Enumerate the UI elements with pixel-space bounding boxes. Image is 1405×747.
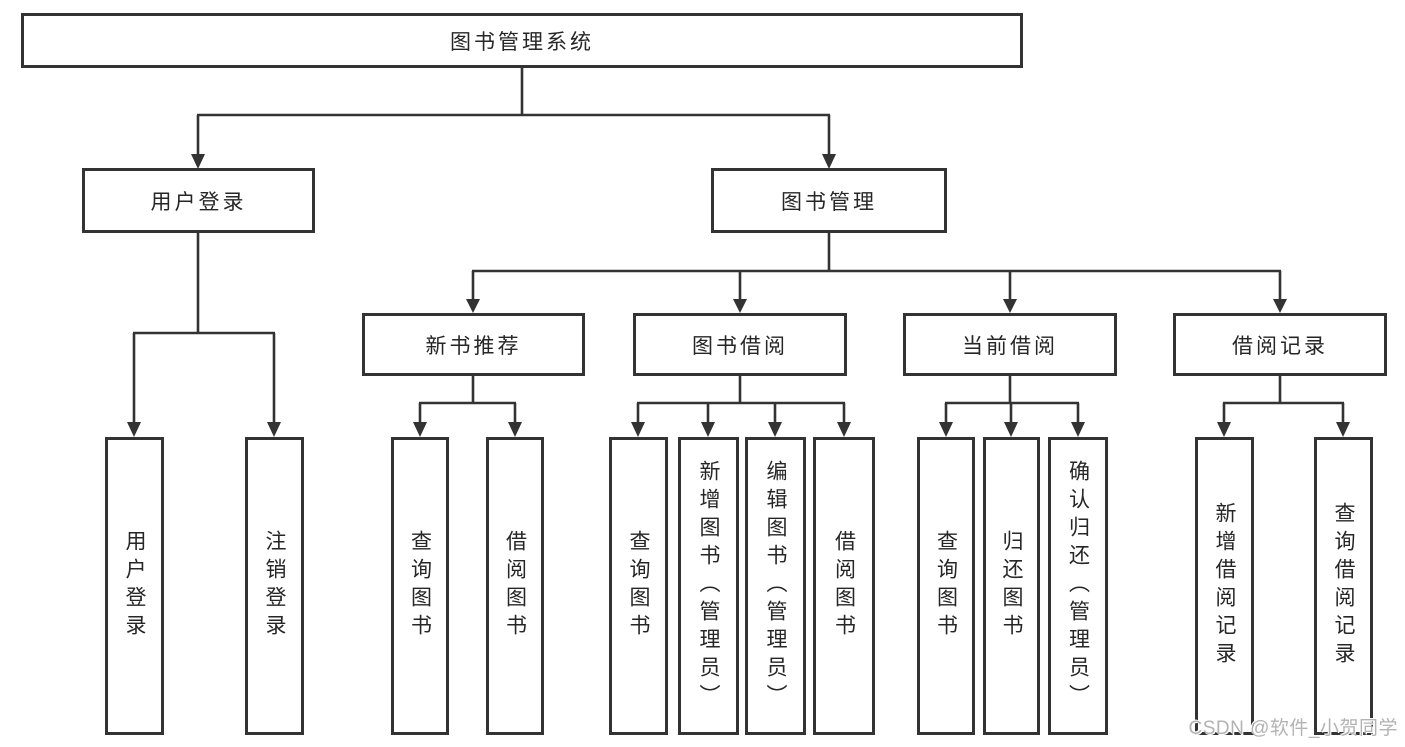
node-label: 查询图书 bbox=[408, 530, 432, 642]
arrow-icon bbox=[508, 422, 522, 437]
node-label: 编辑图书（管理员） bbox=[764, 460, 787, 712]
arrow-icon bbox=[733, 299, 747, 313]
leaf-logout: 注销登录 bbox=[245, 437, 304, 735]
arrow-icon bbox=[191, 154, 205, 169]
leaf-add-book-admin: 新增图书（管理员） bbox=[678, 437, 739, 735]
arrow-icon bbox=[768, 422, 782, 437]
node-label: 确认归还（管理员） bbox=[1066, 460, 1090, 712]
leaf-user-login: 用户登录 bbox=[105, 437, 164, 735]
node-label: 图书借阅 bbox=[692, 334, 788, 358]
arrow-icon bbox=[837, 422, 851, 437]
node-label: 归还图书 bbox=[1000, 530, 1023, 642]
node-label: 借阅图书 bbox=[503, 530, 527, 642]
leaf-return-books: 归还图书 bbox=[983, 437, 1040, 735]
node-borrowing-records: 借阅记录 bbox=[1173, 313, 1387, 376]
arrow-icon bbox=[466, 299, 480, 313]
arrow-icon bbox=[822, 154, 836, 169]
node-label: 注销登录 bbox=[263, 530, 286, 642]
leaf-edit-book-admin: 编辑图书（管理员） bbox=[745, 437, 806, 735]
node-book-borrowing: 图书借阅 bbox=[633, 313, 847, 376]
arrow-icon bbox=[939, 422, 953, 437]
leaf-query-books: 查询图书 bbox=[391, 437, 449, 735]
arrow-icon bbox=[1003, 299, 1017, 313]
node-library-management-system: 图书管理系统 bbox=[21, 13, 1023, 68]
node-label: 图书管理 bbox=[781, 190, 877, 214]
leaf-borrow-books: 借阅图书 bbox=[486, 437, 544, 735]
leaf-query-borrow-record: 查询借阅记录 bbox=[1314, 437, 1373, 735]
leaf-borrow-books: 借阅图书 bbox=[813, 437, 875, 735]
arrow-icon bbox=[1336, 422, 1350, 437]
node-book-management: 图书管理 bbox=[711, 168, 947, 233]
node-label: 用户登录 bbox=[123, 530, 146, 642]
node-current-borrowing: 当前借阅 bbox=[903, 313, 1117, 376]
node-label: 新增图书（管理员） bbox=[697, 460, 720, 712]
arrow-icon bbox=[701, 422, 715, 437]
node-user-login: 用户登录 bbox=[82, 168, 315, 233]
leaf-confirm-return-admin: 确认归还（管理员） bbox=[1048, 437, 1108, 735]
arrow-icon bbox=[1273, 299, 1287, 313]
arrow-icon bbox=[413, 422, 427, 437]
leaf-query-books: 查询图书 bbox=[609, 437, 668, 735]
node-label: 新增借阅记录 bbox=[1213, 502, 1236, 670]
arrow-icon bbox=[1071, 422, 1085, 437]
arrow-icon bbox=[631, 422, 645, 437]
arrow-icon bbox=[1217, 422, 1231, 437]
arrow-icon bbox=[127, 422, 141, 437]
node-label: 图书管理系统 bbox=[450, 30, 594, 54]
node-label: 借阅记录 bbox=[1232, 334, 1328, 358]
node-new-book-recommend: 新书推荐 bbox=[362, 313, 585, 376]
node-label: 新书推荐 bbox=[425, 334, 522, 358]
node-label: 查询图书 bbox=[627, 530, 650, 642]
node-label: 查询借阅记录 bbox=[1332, 502, 1355, 670]
node-label: 用户登录 bbox=[150, 190, 247, 214]
arrow-icon bbox=[1004, 422, 1018, 437]
leaf-query-books: 查询图书 bbox=[917, 437, 975, 735]
node-label: 当前借阅 bbox=[962, 334, 1058, 358]
node-label: 借阅图书 bbox=[832, 530, 856, 642]
arrow-icon bbox=[267, 422, 281, 437]
watermark-text: CSDN @软件_小贺同学 bbox=[1188, 718, 1398, 739]
node-label: 查询图书 bbox=[934, 530, 958, 642]
leaf-add-borrow-record: 新增借阅记录 bbox=[1195, 437, 1254, 735]
